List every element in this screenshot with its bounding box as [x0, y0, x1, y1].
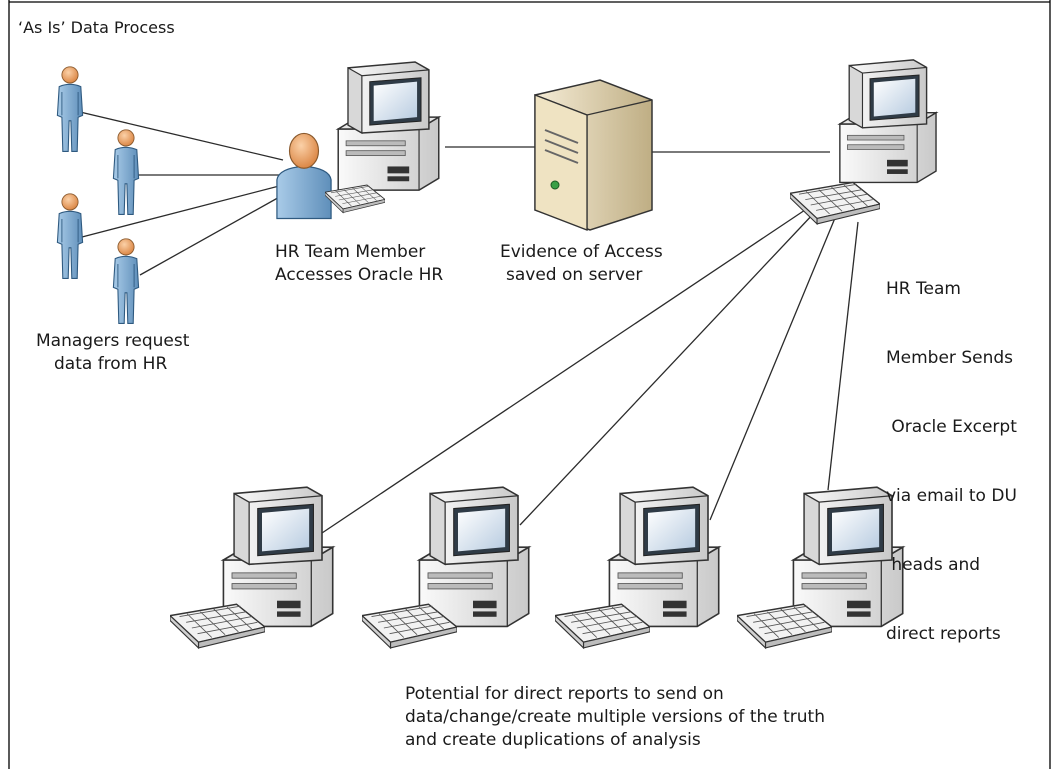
recipient-computer-icon-2 — [418, 486, 530, 628]
manager-person-icon-4 — [112, 238, 140, 324]
sender-keyboard-icon — [790, 181, 880, 225]
hr-computer-icon — [337, 61, 440, 191]
connector-manager-1 — [79, 111, 284, 161]
connector-manager-3 — [81, 184, 284, 238]
hr-member-label-line: HR Team Member — [275, 242, 426, 262]
sender-label-line: via email to DU — [886, 486, 1017, 506]
managers-label: Managers request data from HR — [36, 330, 189, 376]
recipients-label-line: and create duplications of analysis — [405, 730, 701, 750]
sender-label-line: Member Sends — [886, 348, 1014, 368]
server-label-line: Evidence of Access — [500, 242, 663, 262]
diagram-title: ‘As Is’ Data Process — [18, 18, 175, 37]
manager-person-icon-3 — [56, 193, 84, 279]
recipient-computer-icon-1 — [222, 486, 334, 628]
connector-recipient-4 — [827, 221, 859, 491]
managers-label-line: Managers request — [36, 331, 190, 351]
server-label: Evidence of Access saved on server — [500, 241, 663, 287]
manager-person-icon-2 — [112, 129, 140, 215]
recipients-label-line: data/change/create multiple versions of … — [405, 707, 825, 727]
connector-manager-4 — [139, 194, 284, 276]
hr-member-label-line: Accesses Oracle HR — [275, 265, 444, 285]
sender-label-line: heads and — [886, 555, 981, 575]
recipients-label: Potential for direct reports to send on … — [405, 683, 825, 752]
sender-label: HR Team Member Sends Oracle Excerpt via … — [886, 232, 1017, 669]
recipient-computer-icon-3 — [608, 486, 720, 628]
frame-border — [8, 0, 1051, 769]
connector-lines — [79, 111, 859, 534]
connector-recipient-1 — [321, 209, 806, 534]
sender-label-line: HR Team — [886, 279, 961, 299]
sender-label-line: Oracle Excerpt — [886, 417, 1017, 437]
hr-member-label: HR Team Member Accesses Oracle HR — [275, 241, 443, 287]
connector-recipient-2 — [519, 211, 816, 526]
server-tower-icon — [534, 79, 653, 231]
managers-label-line: data from HR — [54, 354, 168, 374]
recipients-label-line: Potential for direct reports to send on — [405, 684, 724, 704]
connector-recipient-3 — [709, 217, 836, 521]
manager-person-icon-1 — [56, 66, 84, 152]
sender-computer-icon — [839, 59, 937, 184]
hr-person-icon — [276, 132, 332, 220]
server-label-line: saved on server — [506, 265, 643, 285]
sender-label-line: direct reports — [886, 624, 1001, 644]
